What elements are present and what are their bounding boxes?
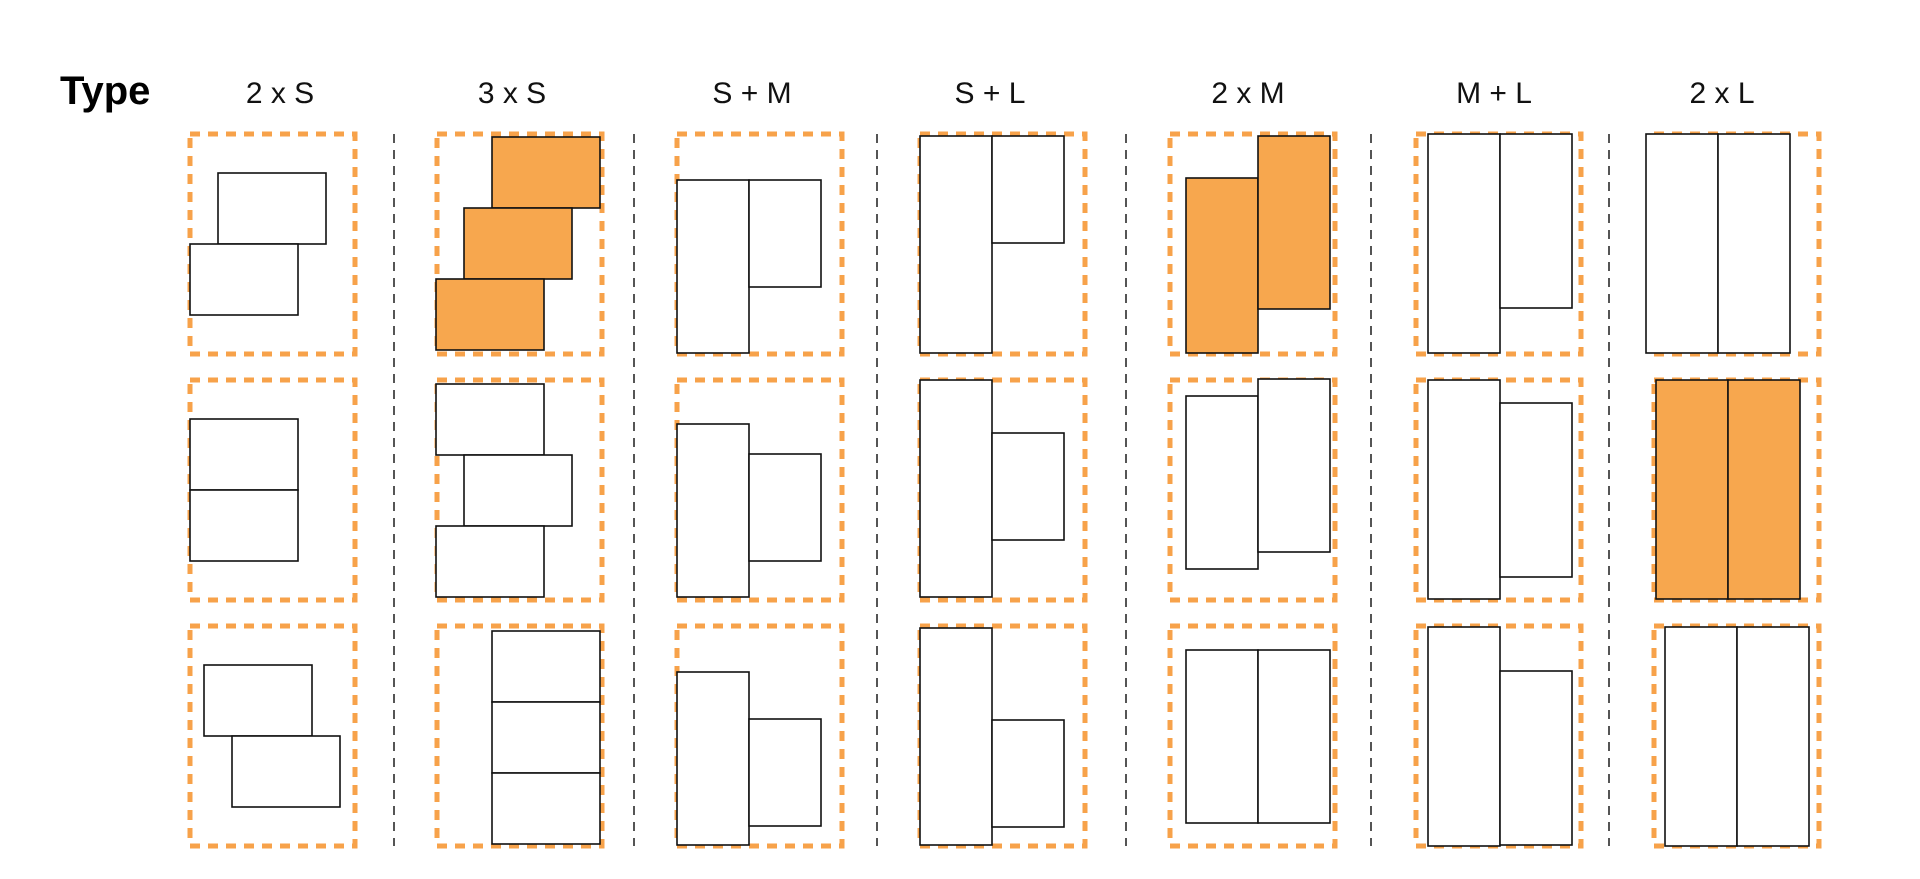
layout-cell-2-x-s-3 — [187, 623, 358, 849]
layout-cell-s-l-1 — [917, 131, 1088, 357]
piece — [1427, 626, 1501, 847]
highlighted-piece — [1185, 177, 1259, 354]
dashed-frame — [1167, 623, 1338, 849]
dashed-frame — [674, 131, 845, 357]
dashed-frame — [187, 377, 358, 603]
dashed-frame — [1651, 131, 1822, 357]
piece — [1664, 626, 1738, 847]
dashed-frame — [434, 623, 605, 849]
piece — [1185, 395, 1259, 570]
layout-cell-2-x-m-2 — [1167, 377, 1338, 603]
piece — [1427, 379, 1501, 600]
column-title-3-x-s: 3 x S — [478, 77, 546, 110]
layout-cell-m-l-1 — [1413, 131, 1584, 357]
layout-grid — [187, 131, 1822, 849]
piece — [1499, 133, 1573, 309]
layout-cell-s-l-2 — [917, 377, 1088, 603]
column-title-2-x-l: 2 x L — [1689, 77, 1754, 110]
piece — [435, 383, 545, 456]
piece — [491, 772, 601, 845]
dashed-frame — [1167, 131, 1338, 357]
piece — [189, 243, 299, 316]
piece — [919, 627, 993, 846]
dashed-frame — [917, 377, 1088, 603]
dashed-frame — [434, 377, 605, 603]
layout-cell-m-l-2 — [1413, 377, 1584, 603]
piece — [1645, 133, 1719, 354]
layout-cell-s-m-1 — [674, 131, 845, 357]
piece — [217, 172, 327, 245]
layout-cell-3-x-s-3 — [434, 623, 605, 849]
column-titles: 2 x S 3 x S S + M S + L 2 x M M + L 2 x L — [246, 77, 1755, 110]
layout-cell-2-x-s-1 — [187, 131, 358, 357]
column-title-2-x-m: 2 x M — [1211, 77, 1284, 110]
column-dividers — [393, 134, 1610, 846]
piece — [1736, 626, 1810, 847]
piece — [231, 735, 341, 808]
layout-cell-2-x-m-1 — [1167, 131, 1338, 357]
column-title-s-m: S + M — [712, 77, 791, 110]
dashed-frame — [1651, 623, 1822, 849]
piece — [1427, 133, 1501, 354]
piece — [491, 701, 601, 774]
layout-cell-s-m-2 — [674, 377, 845, 603]
layout-cell-2-x-l-2 — [1651, 377, 1822, 603]
piece — [676, 179, 750, 354]
dashed-frame — [674, 623, 845, 849]
layout-cell-s-l-3 — [917, 623, 1088, 849]
highlighted-piece — [491, 136, 601, 209]
dashed-frame — [917, 131, 1088, 357]
dashed-frame — [1413, 131, 1584, 357]
dashed-frame — [187, 623, 358, 849]
piece — [919, 135, 993, 354]
layout-cell-2-x-l-1 — [1645, 131, 1822, 357]
layout-cell-2-x-m-3 — [1167, 623, 1338, 849]
piece — [1257, 378, 1331, 553]
dashed-frame — [1413, 377, 1584, 603]
piece — [676, 671, 750, 846]
highlighted-piece — [1257, 135, 1331, 310]
column-title-m-l: M + L — [1456, 77, 1532, 110]
piece — [463, 454, 573, 527]
row-title-type: Type — [60, 69, 150, 113]
dashed-frame — [187, 131, 358, 357]
piece — [991, 432, 1065, 541]
piece — [748, 179, 822, 288]
piece — [748, 453, 822, 562]
piece — [1185, 649, 1259, 824]
layout-cell-2-x-s-2 — [187, 377, 358, 603]
column-title-2-x-s: 2 x S — [246, 77, 314, 110]
piece — [991, 719, 1065, 828]
piece — [189, 489, 299, 562]
piece — [1499, 402, 1573, 578]
piece — [189, 418, 299, 491]
piece — [1717, 133, 1791, 354]
piece — [919, 379, 993, 598]
dashed-frame — [434, 131, 605, 357]
piece — [676, 423, 750, 598]
highlighted-piece — [463, 207, 573, 280]
piece — [1499, 670, 1573, 846]
dashed-frame — [1651, 377, 1822, 603]
dashed-frame — [1413, 623, 1584, 849]
layout-cell-3-x-s-1 — [434, 131, 605, 357]
piece — [435, 525, 545, 598]
layout-cell-3-x-s-2 — [434, 377, 605, 603]
layout-cell-s-m-3 — [674, 623, 845, 849]
column-title-s-l: S + L — [955, 77, 1026, 110]
piece — [203, 664, 313, 737]
highlighted-piece — [1727, 379, 1801, 600]
highlighted-piece — [1655, 379, 1729, 600]
piece — [1257, 649, 1331, 824]
piece — [491, 630, 601, 703]
dashed-frame — [1167, 377, 1338, 603]
piece — [991, 135, 1065, 244]
dashed-frame — [674, 377, 845, 603]
layout-cell-2-x-l-3 — [1651, 623, 1822, 849]
dashed-frame — [917, 623, 1088, 849]
piece — [748, 718, 822, 827]
layout-cell-m-l-3 — [1413, 623, 1584, 849]
highlighted-piece — [435, 278, 545, 351]
